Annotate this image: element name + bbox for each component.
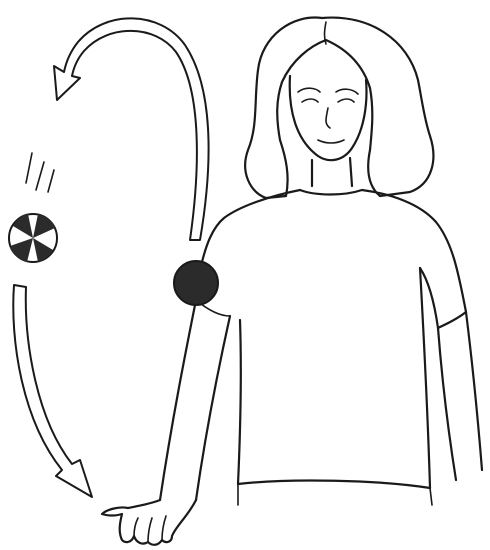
shirt-right-side <box>420 268 430 488</box>
lower-curved-arrow-icon <box>13 285 92 497</box>
woman-figure <box>102 18 482 545</box>
left-arm-inner <box>196 316 230 500</box>
shoulder-joint-marker-icon <box>174 261 218 305</box>
right-eye <box>338 99 354 102</box>
collar <box>300 190 362 195</box>
face <box>290 76 367 160</box>
shirt-hem <box>238 481 430 488</box>
nose <box>326 108 330 128</box>
right-eyebrow <box>336 89 358 94</box>
hand <box>102 500 196 545</box>
left-eye <box>302 99 318 102</box>
right-arm-inner <box>438 328 456 480</box>
hair <box>245 18 433 198</box>
shirt-left-side <box>238 320 241 484</box>
neck-right <box>350 158 352 186</box>
hair-part <box>325 22 327 44</box>
mouth <box>318 140 344 143</box>
left-eyebrow <box>298 88 320 92</box>
waist-line <box>238 484 432 505</box>
hand-finger-line-1 <box>134 518 138 536</box>
motion-lines-icon <box>26 153 54 192</box>
ball-icon <box>9 214 57 262</box>
hand-finger-line-3 <box>162 516 166 540</box>
right-arm-outer <box>466 312 482 470</box>
shirt <box>202 190 466 328</box>
hand-finger-line-2 <box>148 518 152 542</box>
upper-curved-arrow-icon <box>54 18 209 240</box>
left-arm-outer <box>160 300 196 500</box>
